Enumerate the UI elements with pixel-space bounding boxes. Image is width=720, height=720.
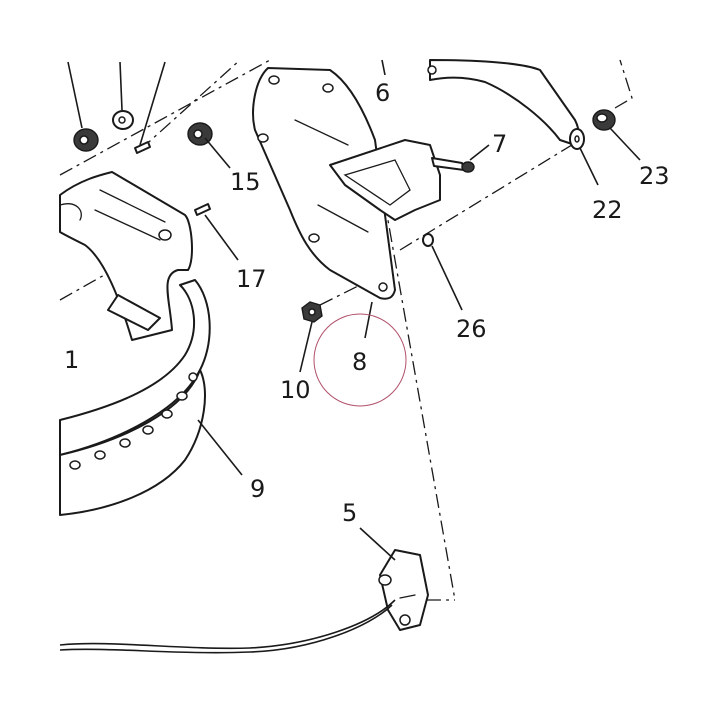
label-9: 9 [250,475,265,503]
part-7-screw [431,157,475,173]
part-8-bracket-plate [252,67,396,300]
callout-labels: 1 5 6 7 8 9 10 15 17 22 23 26 [64,79,670,527]
label-1: 1 [64,346,79,374]
label-7: 7 [492,130,507,158]
label-10: 10 [280,376,311,404]
label-5: 5 [342,499,357,527]
upper-mount-bracket [329,139,441,221]
label-23: 23 [639,162,670,190]
part-23-bushing [592,109,616,131]
part-1-support [59,171,193,341]
label-26: 26 [456,315,487,343]
label-6: 6 [375,79,390,107]
washer-upper [112,110,134,130]
part-10-nut [301,301,323,323]
label-15: 15 [230,168,261,196]
small-screws [134,141,211,216]
part-26-o-ring [422,233,434,247]
part-9-clamp-band [59,279,211,516]
part-5-sensor [59,549,429,654]
highlight-circle [313,313,407,407]
band-holes [69,372,198,470]
leader-lines [67,59,641,561]
label-22: 22 [592,196,623,224]
label-17: 17 [236,265,267,293]
label-8: 8 [352,348,367,376]
part-22-washer [569,128,585,150]
